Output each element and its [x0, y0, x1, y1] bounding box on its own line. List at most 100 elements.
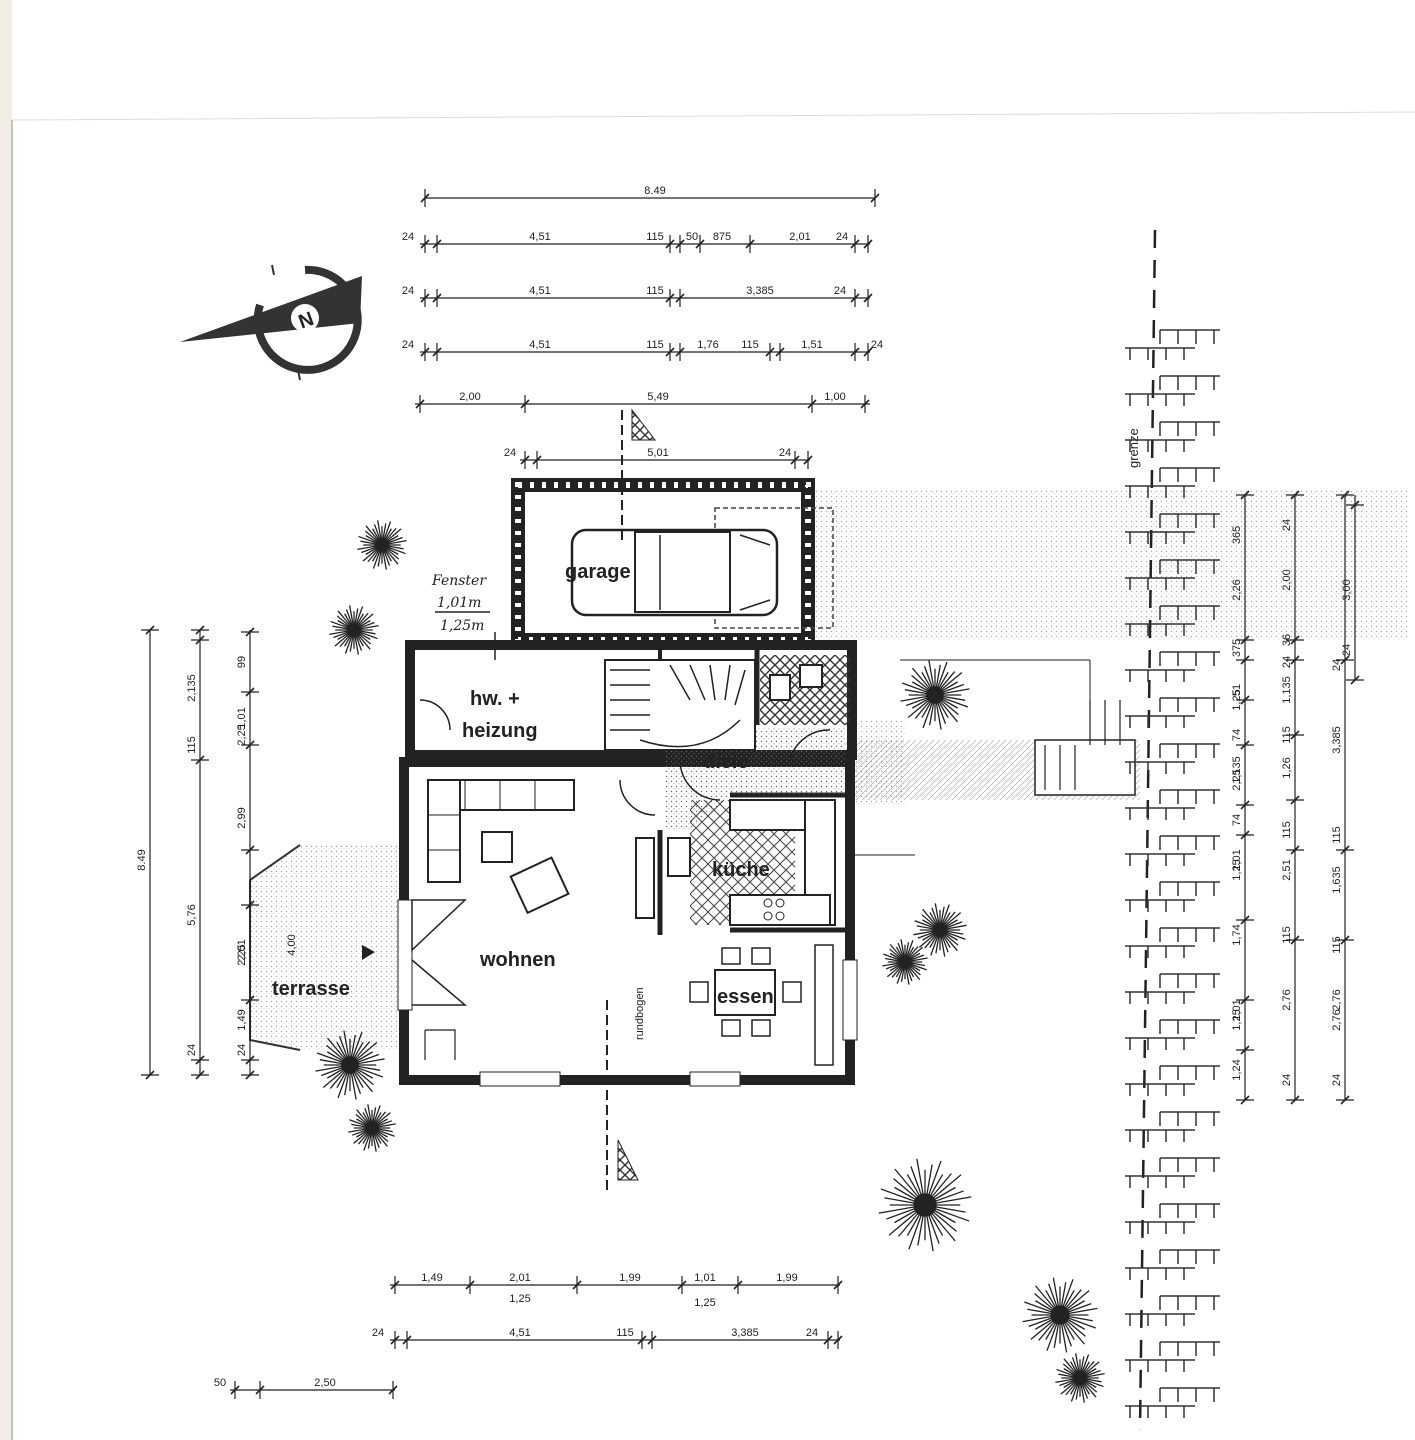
dim-label: 1,25 [1231, 1009, 1243, 1030]
dim-label: 24 [779, 447, 791, 459]
dim-label: 1,135 [1231, 756, 1243, 784]
dim-label: 24 [1281, 519, 1293, 531]
tree-icon [900, 660, 970, 730]
dim-label: 2,50 [314, 1377, 335, 1389]
dim-label: 24 [402, 231, 414, 243]
dim-label: 2,25 [236, 724, 248, 745]
house-walls [397, 640, 858, 1087]
dim-label: 24 [1331, 1074, 1343, 1086]
kueche-label: küche [712, 859, 770, 881]
dim-label: 1,49 [236, 1009, 248, 1030]
dim-label: 2,25 [1231, 769, 1243, 790]
dim-label: 1,01 [1231, 999, 1243, 1020]
dining-table-icon [689, 944, 834, 1066]
dim-label: 1,26 [1281, 757, 1293, 778]
dim-label: 2,01 [789, 231, 810, 243]
dim-label: 24 [836, 231, 848, 243]
dim-label: 1,25 [1231, 689, 1243, 710]
tree-icon [357, 520, 407, 570]
dim-label: 5,49 [647, 391, 668, 403]
dim-label: 1,74 [1231, 924, 1243, 945]
dim-label: 24 [1281, 656, 1293, 668]
wohnen-label: wohnen [479, 949, 556, 971]
dim-label: 3,385 [746, 285, 774, 297]
dim-label: 3,00 [1341, 579, 1353, 600]
dim-label: 1,25 [694, 1297, 715, 1309]
handwritten-line3: 1,25m [440, 618, 484, 634]
dim-label: 24 [372, 1327, 384, 1339]
dim-label: 5,76 [186, 904, 198, 925]
dim-label: 24 [1341, 644, 1353, 656]
dim-label: 115 [616, 1327, 634, 1339]
dim-label: 4,51 [529, 285, 550, 297]
dim-label: 24 [871, 339, 883, 351]
dim-label: 4,00 [286, 934, 298, 955]
dim-label: 875 [713, 231, 731, 243]
dim-label: 24 [186, 1044, 198, 1056]
dim-label: 24 [402, 339, 414, 351]
trees [315, 520, 1105, 1403]
dim-label: 1,00 [824, 391, 845, 403]
dimension-lines: 8.49 24 4,51 115 50 875 2,01 24 24 4,51 115 3,385 24… [136, 185, 1364, 1399]
terrasse-label: terrasse [272, 978, 350, 1000]
dim-label: 115 [1281, 926, 1293, 944]
grenze-label: grenze [1126, 428, 1141, 468]
dim-label: 1,99 [776, 1272, 797, 1284]
dim-label: 115 [1281, 821, 1293, 839]
dim-label: 115 [646, 339, 664, 351]
dim-label: 2,00 [459, 391, 480, 403]
dim-label: 24 [504, 447, 516, 459]
dim-label: 24 [402, 285, 414, 297]
tree-icon [1022, 1277, 1098, 1353]
tree-icon [913, 903, 967, 957]
sofa-icon [427, 779, 575, 915]
dim-label: 50 [686, 231, 698, 243]
dim-label: 375 [1231, 639, 1243, 657]
entry-steps [850, 659, 1136, 856]
garage: garage [511, 478, 834, 647]
diele-label: diele [703, 751, 749, 773]
tree-icon [882, 939, 928, 985]
north-arrow-icon: N [180, 264, 362, 381]
property-boundary [1138, 229, 1157, 1431]
tree-icon [878, 1158, 972, 1252]
handwritten-note: Fenster 1,01m 1,25m [431, 573, 496, 660]
dim-label: 3,385 [731, 1327, 759, 1339]
dim-label: 24 [236, 1044, 248, 1056]
dim-label: 1,24 [1231, 1059, 1243, 1080]
dim-label: 24 [1331, 659, 1343, 671]
dim-label: 2,01 [236, 939, 248, 960]
dim-label: 1,25 [1231, 859, 1243, 880]
dim-label: 1,01 [236, 707, 248, 728]
scan-edge [0, 0, 12, 1440]
dim-label: 115 [1331, 936, 1343, 954]
dim-label: 1,01 [1231, 849, 1243, 870]
dim-label: 3,385 [1331, 726, 1343, 754]
dim-label: 8.49 [644, 185, 665, 197]
dim-label: 115 [646, 231, 664, 243]
dim-label: 2,01 [509, 1272, 530, 1284]
heizung-label: heizung [462, 720, 538, 742]
dim-label: 74 [1231, 729, 1243, 741]
handwritten-line2: 1,01m [437, 595, 481, 611]
dim-label: 2,25 [236, 944, 248, 965]
dim-label: 365 [1231, 526, 1243, 544]
dim-label: 24 [806, 1327, 818, 1339]
staircase [604, 659, 756, 751]
dim-label: 115 [186, 736, 198, 754]
dim-label: 2,26 [1231, 579, 1243, 600]
dim-label: 74 [1231, 814, 1243, 826]
dim-label: 50 [214, 1377, 226, 1389]
dim-label: 4,51 [509, 1327, 530, 1339]
dim-label: 2,76 [1331, 1009, 1343, 1030]
dim-label: 36 [1281, 634, 1293, 646]
dim-label: 115 [646, 285, 664, 297]
dim-label: 1,01 [694, 1272, 715, 1284]
terrace-area [249, 844, 408, 1051]
dim-label: 115 [741, 339, 759, 351]
dim-label: 1,25 [509, 1293, 530, 1305]
fence [1125, 329, 1220, 1418]
dim-label: 2,99 [236, 807, 248, 828]
dim-label: 2,76 [1331, 989, 1343, 1010]
